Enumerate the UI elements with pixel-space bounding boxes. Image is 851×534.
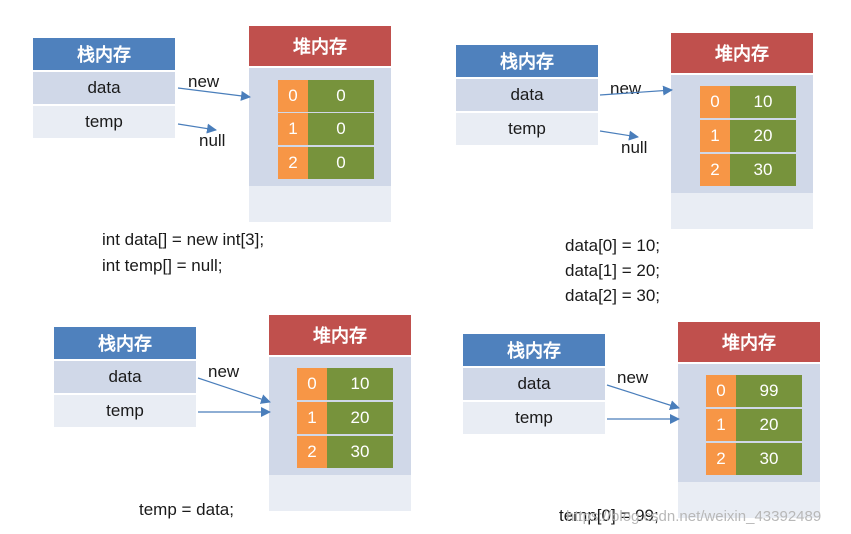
code-line: data[2] = 30; [565, 286, 660, 305]
arrow-data-to-heap [177, 87, 251, 101]
heap-memory-header: 堆内存 [249, 26, 391, 66]
array-index-0: 0 [297, 368, 327, 400]
stack-var-data: data [463, 368, 605, 400]
stack-memory-header: 栈内存 [463, 334, 605, 366]
array-index-1: 1 [278, 113, 308, 145]
array-value-2: 0 [308, 147, 374, 179]
array-index-0: 0 [700, 86, 730, 118]
arrow-data-to-heap [599, 85, 673, 96]
heap-free-area [269, 475, 411, 511]
array-value-1: 20 [736, 409, 802, 441]
array-index-1: 1 [700, 120, 730, 152]
arrow-data-to-heap [197, 377, 271, 404]
stack-var-temp: temp [463, 402, 605, 434]
array-index-2: 2 [278, 147, 308, 179]
stack-memory-header: 栈内存 [33, 38, 175, 70]
array-index-0: 0 [278, 80, 308, 112]
arrow-label-new: new [188, 72, 220, 91]
arrow-temp-to-null [599, 130, 639, 141]
stack-var-temp: temp [456, 113, 598, 145]
array-index-2: 2 [297, 436, 327, 468]
code-line: temp = data; [139, 500, 234, 519]
stack-memory-header: 栈内存 [456, 45, 598, 77]
heap-free-area [671, 193, 813, 229]
watermark-text: https://blog.csdn.net/weixin_43392489 [566, 508, 822, 525]
code-line: temp[0] = 99; [559, 506, 659, 525]
array-value-0: 0 [308, 80, 374, 112]
array-index-1: 1 [706, 409, 736, 441]
array-value-1: 20 [730, 120, 796, 152]
array-value-0: 10 [730, 86, 796, 118]
stack-memory-header: 栈内存 [54, 327, 196, 359]
array-index-2: 2 [700, 154, 730, 186]
code-line: int temp[] = null; [102, 256, 223, 275]
heap-free-area [678, 482, 820, 518]
arrow-label-new: new [617, 368, 649, 387]
heap-memory-header: 堆内存 [678, 322, 820, 362]
arrow-label-new: new [208, 362, 240, 381]
array-value-1: 0 [308, 113, 374, 145]
stack-var-temp: temp [33, 106, 175, 138]
stack-var-data: data [33, 72, 175, 104]
array-value-2: 30 [327, 436, 393, 468]
array-value-0: 99 [736, 375, 802, 407]
code-line: data[0] = 10; [565, 236, 660, 255]
arrow-label-null: null [199, 131, 226, 150]
heap-free-area [249, 186, 391, 222]
heap-memory-header: 堆内存 [269, 315, 411, 355]
code-line: int data[] = new int[3]; [102, 230, 265, 249]
arrow-label-null: null [621, 138, 648, 157]
array-index-2: 2 [706, 443, 736, 475]
stack-var-data: data [54, 361, 196, 393]
array-value-2: 30 [736, 443, 802, 475]
arrow-data-to-heap [606, 384, 680, 411]
heap-memory-header: 堆内存 [671, 33, 813, 73]
array-index-0: 0 [706, 375, 736, 407]
array-value-1: 20 [327, 402, 393, 434]
array-index-1: 1 [297, 402, 327, 434]
array-value-2: 30 [730, 154, 796, 186]
array-value-0: 10 [327, 368, 393, 400]
arrow-temp-to-null [177, 123, 217, 134]
code-line: data[1] = 20; [565, 261, 660, 280]
stack-var-data: data [456, 79, 598, 111]
stack-var-temp: temp [54, 395, 196, 427]
